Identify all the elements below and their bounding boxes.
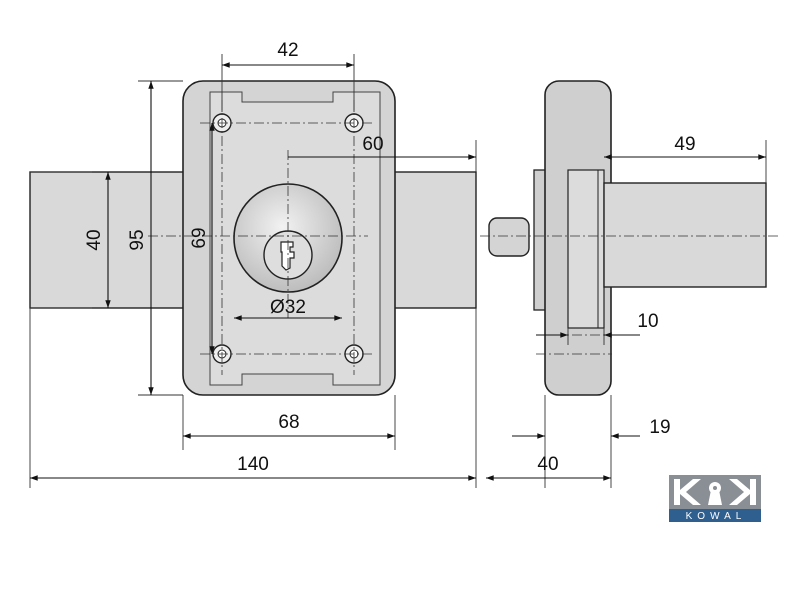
- dim-68: 68: [278, 412, 299, 433]
- dim-diameter-32: Ø32: [270, 297, 306, 318]
- spindle: [488, 217, 530, 257]
- dim-60: 60: [362, 134, 383, 155]
- logo-brand-text: KOWAL: [686, 511, 747, 522]
- side-bolt: [603, 182, 767, 288]
- dimension-labels: 42 60 40 95 69 Ø32 68 140 49 10 19 40: [84, 40, 696, 475]
- dimension-lines: [29, 62, 767, 481]
- dim-49: 49: [674, 134, 695, 155]
- dim-140: 140: [237, 454, 269, 475]
- dim-40-depth: 40: [537, 454, 558, 475]
- dim-40-bolt: 40: [84, 229, 105, 250]
- dim-95: 95: [127, 229, 148, 250]
- side-inner-block: [567, 169, 605, 329]
- dim-10: 10: [637, 311, 658, 332]
- side-view: [480, 80, 778, 396]
- extension-lines: [29, 54, 767, 488]
- kowal-logo: KOWAL: [669, 475, 761, 522]
- dim-69: 69: [189, 227, 210, 248]
- dim-19: 19: [649, 417, 670, 438]
- dim-42: 42: [277, 40, 298, 61]
